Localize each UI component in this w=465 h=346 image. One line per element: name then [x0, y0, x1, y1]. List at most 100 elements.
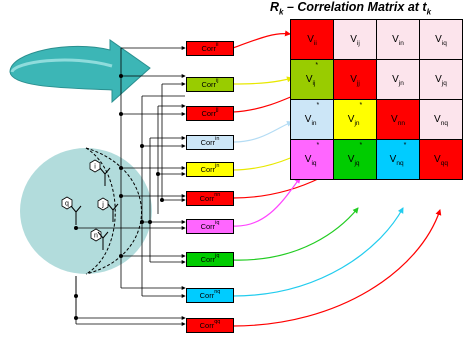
matrix-cell-r2c0: Vin *: [290, 99, 334, 140]
matrix-cell-r2c2-v: V: [391, 114, 398, 125]
matrix-cell-r3c1-v: V: [347, 154, 355, 165]
corr-box-nq: Corrnq: [186, 288, 234, 303]
matrix-cell-r1c1-sub: jj: [356, 80, 360, 87]
matrix-cell-r2c1-star: *: [359, 102, 363, 109]
arrow-corr-iq: [232, 177, 301, 227]
matrix-title: Rk – Correlation Matrix at tk: [270, 0, 465, 16]
sensor-j-label: j: [101, 202, 104, 209]
matrix-cell-r3c1: Vjq *: [333, 139, 377, 180]
matrix-cell-r3c0-star: *: [316, 142, 320, 149]
corr-box-jq-sup: jq: [215, 253, 220, 259]
rotation-arrow-icon: [9, 39, 151, 104]
matrix-cell-r2c1-sub: jn: [354, 120, 360, 127]
corr-box-jj: Corrjj: [186, 106, 234, 121]
corr-box-in-base: Corr: [200, 138, 216, 147]
corr-box-ij-base: Corr: [201, 80, 217, 89]
matrix-cell-r3c3-sub: qq: [440, 160, 448, 167]
matrix-title-time-sub: k: [426, 7, 432, 17]
arrow-corr-ij: [232, 76, 293, 85]
arrow-corr-in: [232, 120, 293, 143]
corr-box-in: Corrin: [186, 135, 234, 150]
matrix-cell-r0c0: Vii: [290, 19, 334, 60]
sensors: q i j n: [61, 159, 119, 250]
matrix-cell-r3c3-v: V: [434, 154, 441, 165]
corr-box-jj-base: Corr: [201, 109, 217, 118]
matrix-title-main: R: [270, 0, 280, 14]
corr-box-nn-sup: nn: [214, 192, 221, 198]
matrix-cell-r1c2: Vjn: [376, 59, 420, 100]
matrix-cell-r0c2: Vin: [376, 19, 420, 60]
matrix-cell-r3c0-v: V: [304, 154, 312, 165]
corr-box-ii: Corrii: [186, 41, 234, 56]
matrix-cell-r3c2-sub: nq: [396, 160, 404, 167]
matrix-cell-r3c1-sub: jq: [354, 160, 360, 167]
corr-box-in-sup: in: [215, 136, 220, 142]
corr-box-iq-sup: iq: [215, 220, 220, 226]
matrix-cell-r0c1: Vij: [333, 19, 377, 60]
matrix-cell-r1c1-v: V: [350, 74, 357, 85]
arrow-corr-nq: [232, 207, 404, 297]
matrix-cell-r2c3-v: V: [434, 114, 441, 125]
matrix-cell-r2c0-sub: in: [311, 120, 317, 127]
matrix-cell-r2c2: Vnn: [376, 99, 420, 140]
corr-box-qq-sup: qq: [214, 319, 221, 325]
corr-box-qq: Corrqq: [186, 318, 234, 333]
matrix-cell-r0c1-v: V: [350, 34, 357, 45]
arrow-corr-jq: [232, 207, 359, 261]
matrix-cell-r0c2-sub: in: [398, 40, 404, 47]
sensor-i: i: [89, 159, 111, 186]
sensor-n-label: n: [94, 233, 98, 240]
corr-box-ij: Corrij: [186, 77, 234, 92]
matrix-cell-r2c0-star: *: [316, 102, 320, 109]
matrix-cell-r3c0-sub: iq: [311, 160, 317, 167]
arrow-corr-qq: [232, 209, 442, 327]
matrix-cell-r0c3: Viq: [419, 19, 463, 60]
matrix-cell-r3c2: Vnq *: [376, 139, 420, 180]
sensor-q-label: q: [65, 201, 69, 208]
matrix-cell-r0c3-v: V: [435, 34, 442, 45]
sensor-q: q: [61, 196, 82, 225]
corr-box-jj-sup: jj: [216, 107, 219, 113]
corr-box-nq-sup: nq: [214, 289, 221, 295]
matrix-cell-r0c0-sub: ii: [313, 40, 317, 47]
corr-box-nq-base: Corr: [199, 291, 215, 300]
matrix-cell-r3c1-star: *: [359, 142, 363, 149]
matrix-cell-r3c0: Viq *: [290, 139, 334, 180]
matrix-cell-r3c2-v: V: [389, 154, 397, 165]
sensor-sphere: [20, 147, 152, 275]
matrix-cell-r2c0-v: V: [304, 114, 312, 125]
matrix-cell-r2c3-sub: nq: [440, 120, 448, 127]
corr-box-jq-base: Corr: [200, 255, 216, 264]
corr-box-nn: Corrnn: [186, 191, 234, 206]
matrix-title-sub: k: [279, 7, 284, 17]
matrix-cell-r1c0-star: *: [315, 62, 319, 69]
matrix-cell-r1c3-v: V: [435, 74, 442, 85]
corr-box-jq: Corrjq: [186, 252, 234, 267]
matrix-cell-r3c3: Vqq: [419, 139, 463, 180]
corr-box-ii-sup: ii: [216, 42, 219, 48]
matrix-cell-r3c2-star: *: [403, 142, 407, 149]
corr-box-qq-base: Corr: [199, 321, 215, 330]
matrix-cell-r2c1: Vjn *: [333, 99, 377, 140]
matrix-cell-r2c1-v: V: [347, 114, 355, 125]
sensor-j: j: [97, 197, 119, 222]
matrix-cell-r1c0-v: V: [305, 74, 313, 85]
matrix-cell-r0c0-v: V: [307, 34, 314, 45]
matrix-cell-r1c1: Vjj: [333, 59, 377, 100]
matrix-cell-r1c3-sub: jq: [441, 80, 447, 87]
corr-box-ij-sup: ij: [216, 78, 219, 84]
corr-box-jn: Corrjn: [186, 162, 234, 177]
matrix-cell-r1c2-sub: jn: [398, 80, 404, 87]
matrix-cell-r0c3-sub: iq: [441, 40, 447, 47]
matrix-cell-r2c3: Vnq: [419, 99, 463, 140]
corr-box-iq-base: Corr: [200, 222, 216, 231]
arrow-corr-ii: [232, 30, 291, 49]
matrix-cell-r1c0: Vij*: [290, 59, 334, 100]
matrix-cell-r1c2-v: V: [392, 74, 399, 85]
matrix-title-rest: – Correlation Matrix at t: [283, 0, 427, 14]
corr-box-jn-sup: jn: [215, 163, 220, 169]
sensor-i-label: i: [94, 164, 96, 171]
corr-box-ii-base: Corr: [201, 44, 217, 53]
